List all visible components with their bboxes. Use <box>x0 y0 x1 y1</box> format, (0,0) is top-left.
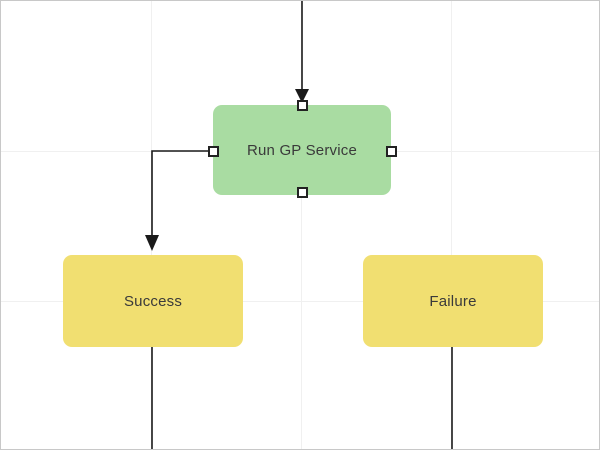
node-label-failure: Failure <box>429 292 477 310</box>
node-failure[interactable]: Failure <box>363 255 543 347</box>
port-bottom-handle[interactable] <box>296 186 308 198</box>
node-run-gp-service[interactable]: Run GP Service <box>213 105 391 195</box>
edge-incoming-top-arrowhead <box>295 89 309 103</box>
port-top-handle[interactable] <box>296 99 308 111</box>
edge-gp-to-success-arrowhead <box>145 235 159 251</box>
node-success[interactable]: Success <box>63 255 243 347</box>
edge-gp-to-success[interactable] <box>151 150 213 241</box>
node-label-success: Success <box>123 292 183 310</box>
node-label-run-gp-service: Run GP Service <box>246 141 358 159</box>
port-left-handle[interactable] <box>207 145 219 157</box>
port-right-handle[interactable] <box>385 145 397 157</box>
